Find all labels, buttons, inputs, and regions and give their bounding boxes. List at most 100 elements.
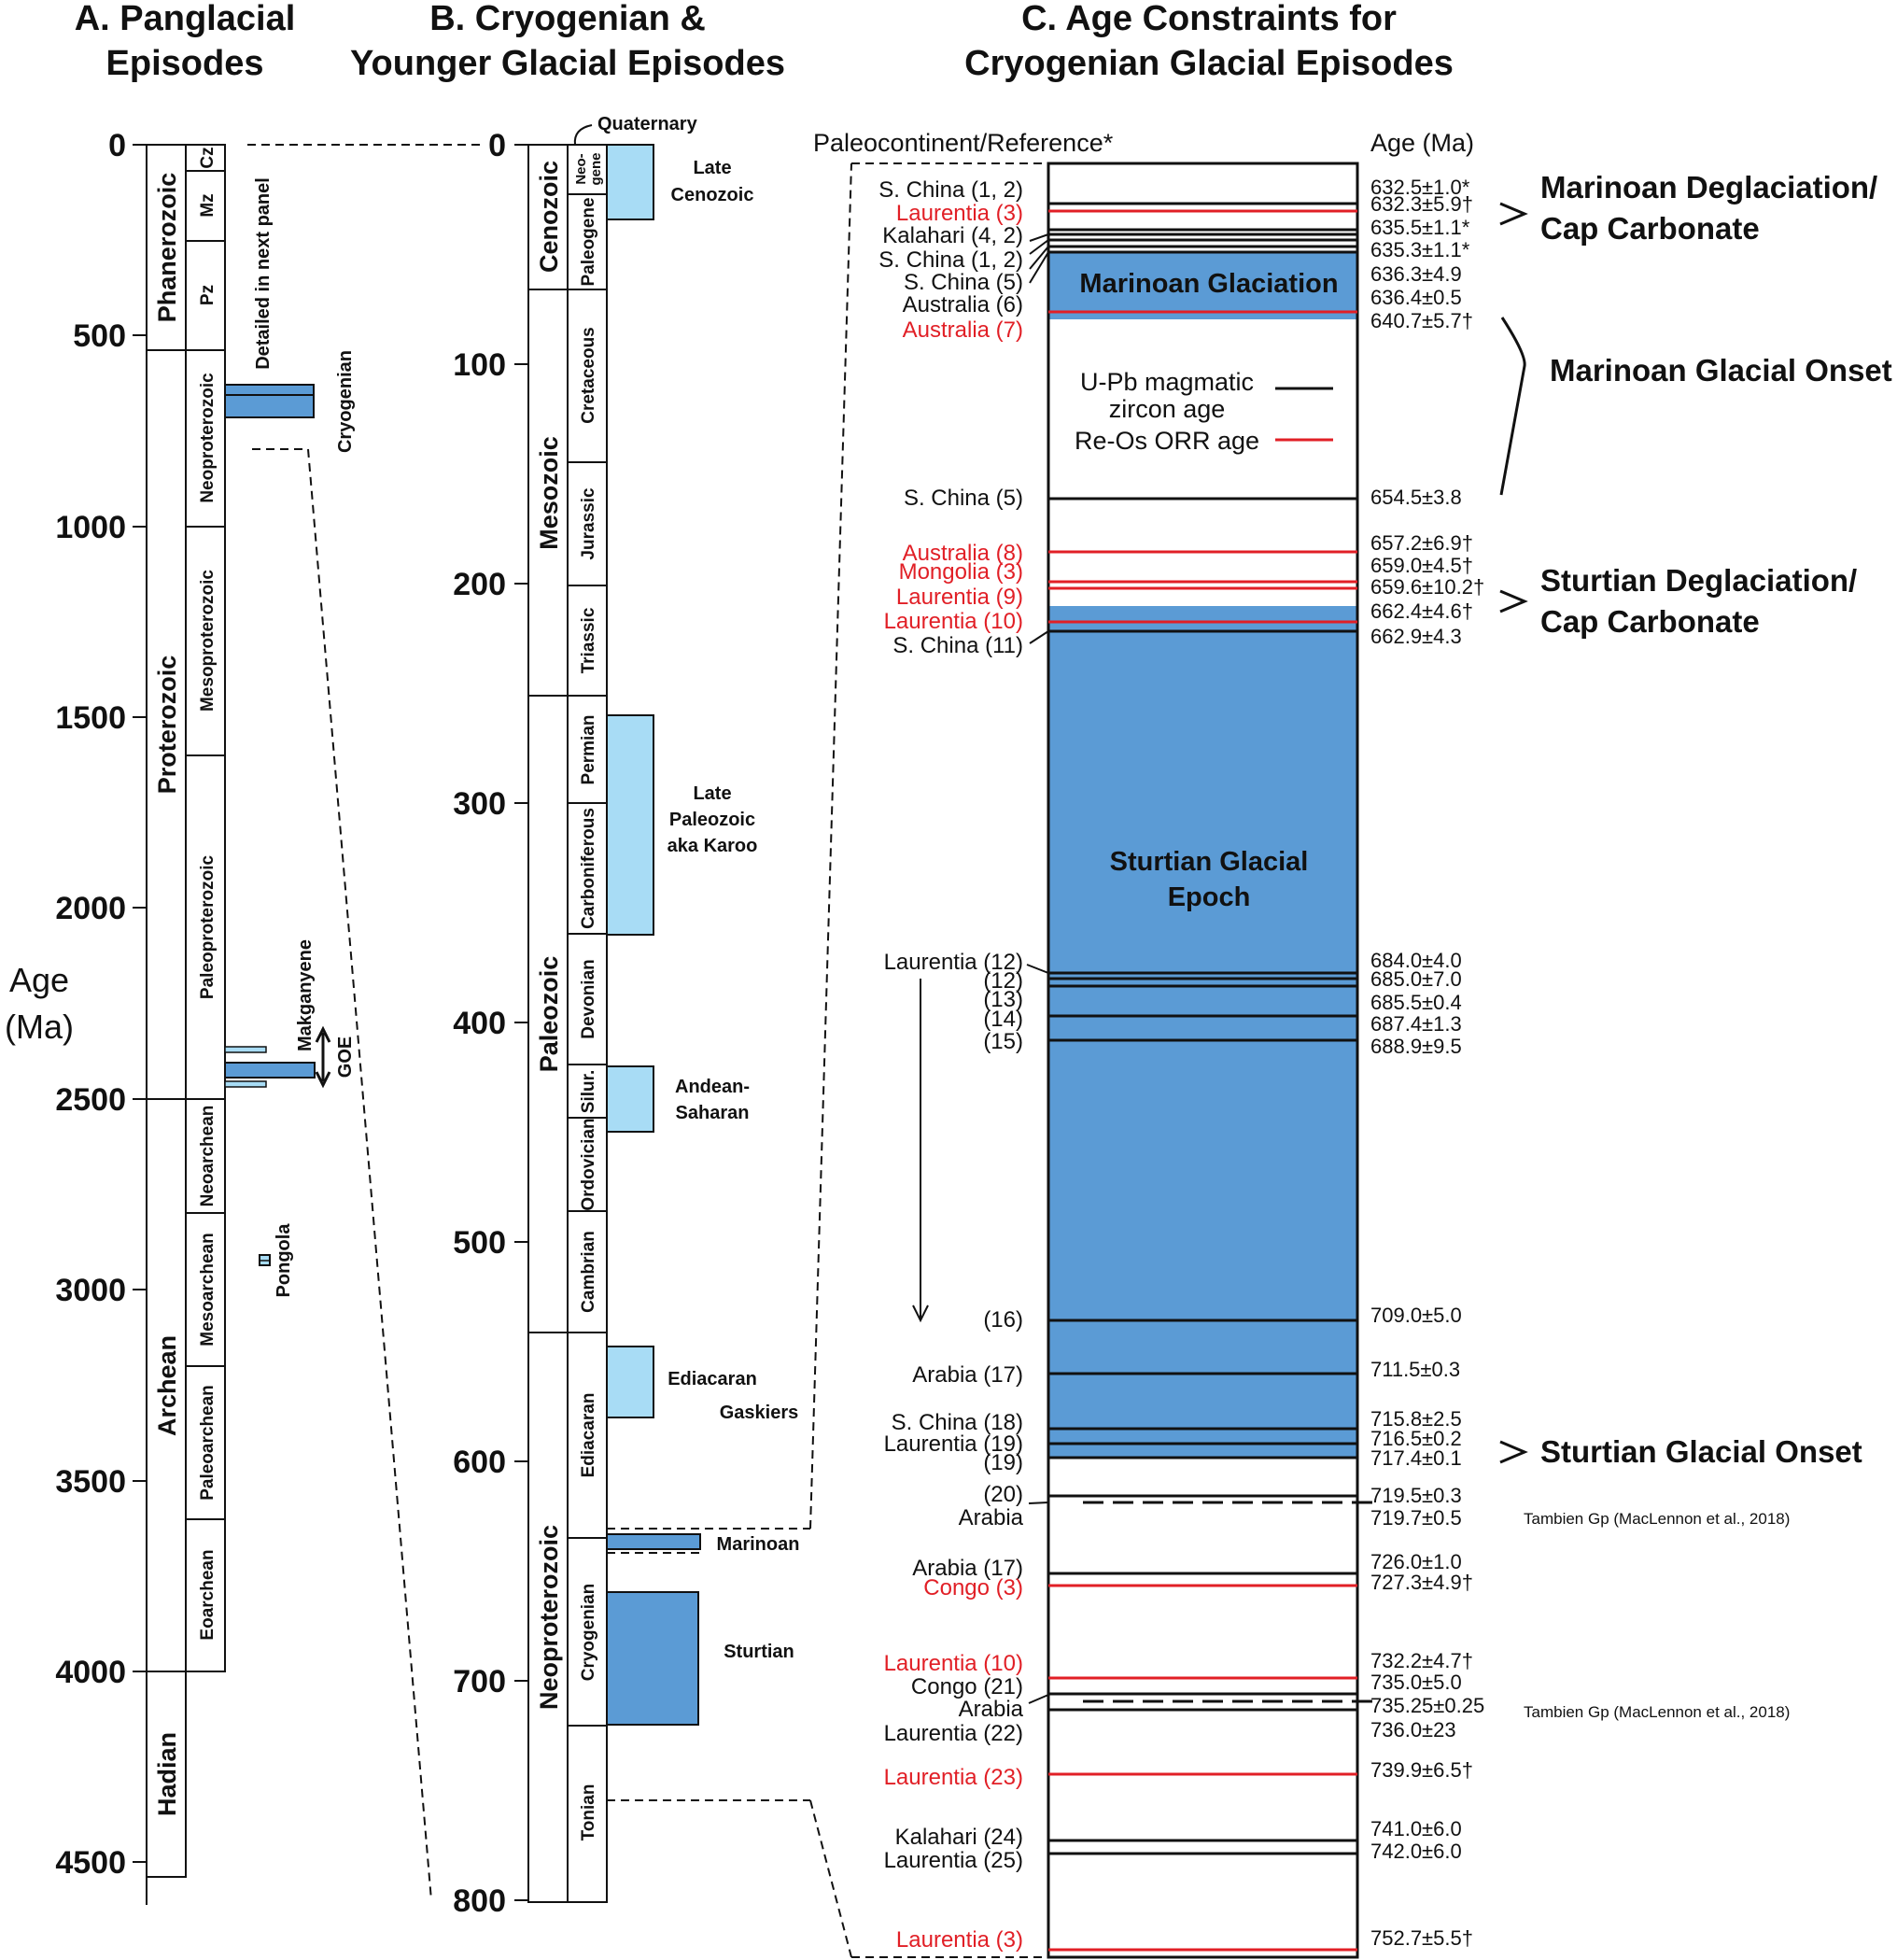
paleocontinent-label: S. China (11) [892, 633, 1023, 658]
era-mesozoic: Mesozoic [535, 436, 563, 550]
late-paleozoic-bar [606, 714, 654, 936]
legend-reos: Re-Os ORR age [1075, 427, 1259, 455]
marinoan-band [1048, 253, 1357, 319]
age-value: 659.6±10.2† [1370, 575, 1484, 599]
age-value: 684.0±4.0 [1370, 949, 1462, 972]
age-value: 659.0±4.5† [1370, 554, 1473, 577]
axis-a-tick-3000: 3000 [55, 1273, 147, 1308]
age-value: 632.3±5.9† [1370, 192, 1473, 216]
quaternary-label: Quaternary [597, 114, 698, 134]
panel-c-title-line2: Cryogenian Glacial Episodes [964, 44, 1454, 83]
paleocontinent-label: (13) [983, 987, 1023, 1012]
eon-proterozoic: Proterozoic [153, 656, 181, 795]
era-mesoproterozoic: Mesoproterozoic [198, 570, 218, 712]
svg-text:2000: 2000 [55, 891, 126, 926]
paleocontinent-label: Laurentia (19) [884, 1431, 1023, 1457]
age-value: 709.0±5.0 [1370, 1304, 1462, 1327]
panel-a-title-line2: Episodes [106, 44, 264, 83]
paleocontinent-label: Arabia (17) [912, 1362, 1023, 1388]
svg-text:3500: 3500 [55, 1464, 126, 1500]
paleocontinent-label: Congo (21) [911, 1674, 1023, 1699]
panel-c-header: C. Age Constraints for Cryogenian Glacia… [964, 0, 1454, 83]
paleocontinent-label: S. China (5) [904, 486, 1023, 511]
period-column-b: Neo- gene Paleogene Cretaceous Jurassic … [567, 144, 608, 1903]
axis-a-tick-3500: 3500 [55, 1464, 147, 1500]
age-value: 719.7±0.5 [1370, 1506, 1462, 1530]
period-cretaceous: Cretaceous [579, 327, 598, 424]
age-value: 735.0±5.0 [1370, 1671, 1462, 1694]
eon-archean: Archean [153, 1335, 181, 1436]
period-neogene-line1: Neo- [573, 153, 589, 184]
era-neoproterozoic: Neoproterozoic [198, 373, 218, 503]
paleocontinent-label: (20) [983, 1482, 1023, 1507]
marinoan-onset-bracket [1499, 317, 1526, 496]
age-lines [1048, 202, 1372, 1952]
axis-b-tick-300: 300 [453, 786, 528, 822]
axis-b-tick-200: 200 [453, 567, 528, 602]
gaskiers-label: Gaskiers [720, 1403, 799, 1423]
paleocontinent-label: (19) [983, 1450, 1023, 1475]
period-cambrian: Cambrian [579, 1231, 598, 1313]
age-value: 662.4±4.6† [1370, 599, 1473, 623]
panel-a-title-line1: A. Panglacial [75, 0, 296, 38]
marinoan-label-b: Marinoan [717, 1534, 800, 1555]
panel-a: 0 500 1000 1500 2000 2500 3000 3500 4000… [5, 128, 481, 1905]
paleocontinent-label: Laurentia (12) [884, 950, 1023, 975]
down-arrow [912, 979, 929, 1323]
tambien-note-1: Tambien Gp (MacLennon et al., 2018) [1524, 1510, 1790, 1528]
ediacaran-bar [606, 1346, 654, 1418]
axis-b-tick-0: 0 [488, 128, 528, 163]
ediacaran-label: Ediacaran [667, 1369, 757, 1389]
age-value: 752.7±5.5† [1370, 1926, 1473, 1950]
column-c-frame [1047, 162, 1359, 1959]
makganyene-bar-upper [224, 1046, 267, 1053]
detail-note: Detailed in next panel [253, 177, 274, 370]
svg-text:3000: 3000 [55, 1273, 126, 1308]
age-value: 635.5±1.1* [1370, 216, 1470, 239]
paleocontinent-label: Congo (3) [923, 1575, 1023, 1600]
paleocontinent-label: (15) [983, 1029, 1023, 1054]
axis-b-tick-700: 700 [453, 1664, 528, 1699]
era-paleoarchean: Paleoarchean [198, 1385, 218, 1501]
age-value: 632.5±1.0* [1370, 176, 1470, 199]
axis-a-label-line1: Age [9, 961, 69, 999]
marinoan-bar-b [606, 1533, 701, 1550]
paleocontinent-label: Arabia [959, 1505, 1024, 1530]
svg-text:0: 0 [108, 128, 126, 163]
era-column-a: Cz Mz Pz Neoproterozoic Mesoproterozoic … [185, 144, 226, 1672]
age-value: 727.3±4.9† [1370, 1571, 1473, 1594]
late-cenozoic-label-2: Cenozoic [671, 185, 754, 205]
sturtian-band [1048, 606, 1357, 1459]
paleocontinent-label: (12) [983, 968, 1023, 994]
period-jurassic: Jurassic [579, 487, 598, 560]
age-value: 640.7±5.7† [1370, 309, 1473, 332]
era-column-b: Cenozoic Mesozoic Paleozoic Neoproterozo… [527, 144, 569, 1903]
paleocontinent-label: Laurentia (3) [896, 1927, 1023, 1953]
panel-b-title-line2: Younger Glacial Episodes [350, 44, 785, 83]
paleocontinent-label: Laurentia (9) [896, 585, 1023, 610]
paleocontinent-label: S. China (18) [892, 1410, 1023, 1435]
svg-text:600: 600 [453, 1445, 506, 1480]
marinoan-deglaciation-line1: Marinoan Deglaciation/ [1540, 170, 1877, 204]
paleocontinent-label: Kalahari (24) [895, 1825, 1023, 1850]
svg-text:500: 500 [453, 1225, 506, 1261]
period-silurian: Silur. [579, 1070, 598, 1113]
svg-text:2500: 2500 [55, 1082, 126, 1118]
paleocontinent-label: Australia (7) [903, 317, 1023, 343]
sturtian-deglaciation-line2: Cap Carbonate [1540, 604, 1760, 639]
axis-a-tick-1500: 1500 [55, 700, 147, 736]
andean-saharan-label-2: Saharan [676, 1103, 750, 1123]
svg-text:500: 500 [73, 318, 126, 354]
age-value: 736.0±23 [1370, 1718, 1456, 1741]
goe-label: GOE [335, 1036, 356, 1078]
era-paleozoic: Paleozoic [535, 956, 563, 1073]
period-neogene-line2: gene [588, 152, 604, 185]
svg-text:1500: 1500 [55, 700, 126, 736]
svg-text:800: 800 [453, 1883, 506, 1919]
axis-b-tick-500: 500 [453, 1225, 528, 1261]
age-value: 657.2±6.9† [1370, 531, 1473, 555]
svg-text:4000: 4000 [55, 1655, 126, 1690]
age-value: 654.5±3.8 [1370, 486, 1462, 509]
axis-a-tick-4500: 4500 [55, 1845, 147, 1881]
sturtian-deglaciation-line1: Sturtian Deglaciation/ [1540, 563, 1857, 598]
